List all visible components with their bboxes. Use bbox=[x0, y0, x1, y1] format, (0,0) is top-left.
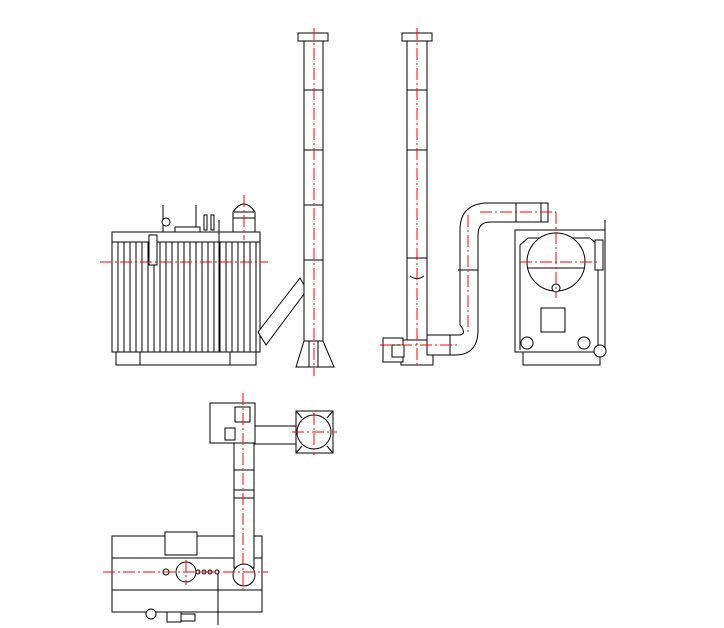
flue-duct-plan bbox=[232, 442, 256, 587]
plan-view bbox=[103, 393, 337, 625]
chimney-front bbox=[295, 32, 335, 368]
blower-fan bbox=[382, 337, 405, 363]
blower-plan bbox=[209, 402, 298, 445]
boiler-body-side bbox=[514, 220, 607, 366]
boiler-body-front bbox=[111, 231, 261, 366]
top-fittings bbox=[148, 205, 220, 352]
front-elevation-view bbox=[100, 28, 335, 376]
side-elevation-view bbox=[380, 28, 607, 366]
flue-duct-diagonal bbox=[257, 277, 308, 346]
